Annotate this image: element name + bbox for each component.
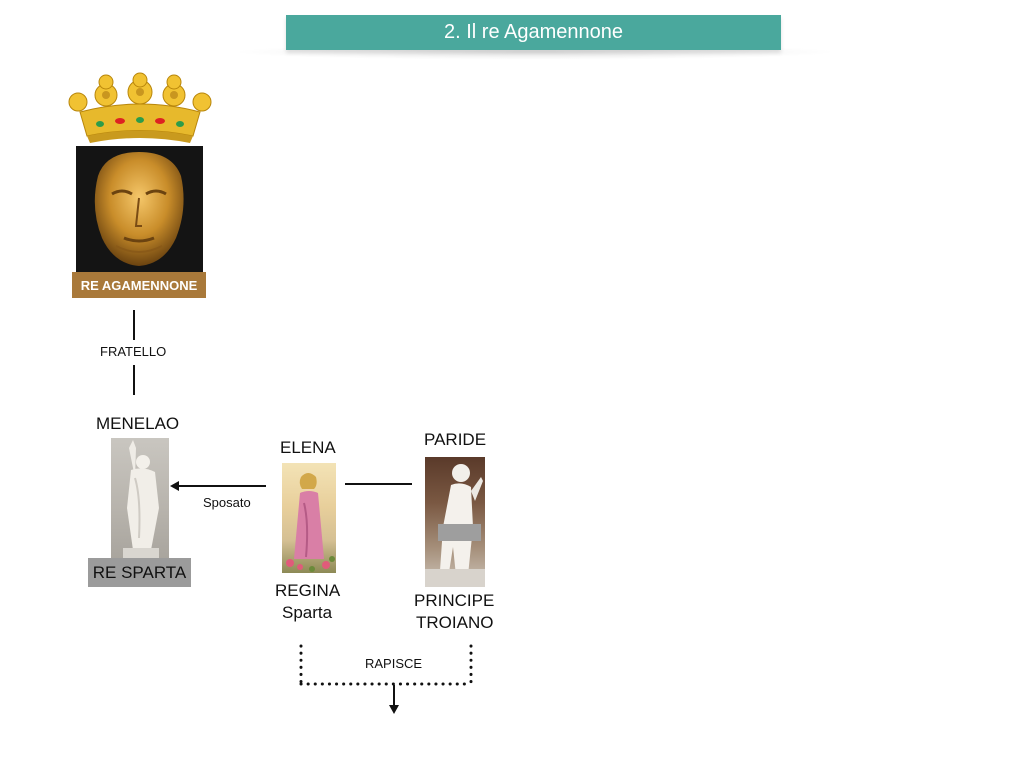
paride-name: PARIDE (424, 430, 487, 449)
relation-fratello-label: FRATELLO (100, 344, 167, 359)
elena-role-line2: Sparta (282, 603, 333, 622)
statue-paride-image (425, 457, 485, 587)
elena-name: ELENA (280, 438, 336, 457)
fratello-line-bottom (133, 365, 135, 395)
statue-menelao-image (111, 438, 169, 558)
badge-re-agamennone: RE AGAMENNONE (72, 272, 206, 298)
relation-rapisce-label: RAPISCE (365, 656, 423, 671)
elena-role-line1: REGINA (275, 581, 341, 600)
page-title: 2. Il re Agamennone (286, 15, 781, 50)
painting-elena-image (282, 463, 336, 573)
badge-re-sparta: RE SPARTA (88, 558, 191, 587)
paride-role-line1: PRINCIPE (414, 591, 495, 610)
elena-paride-line (345, 483, 412, 485)
menelao-name: MENELAO (96, 414, 180, 433)
gold-mask-image (76, 146, 203, 272)
relation-sposato-label: Sposato (203, 495, 251, 510)
fratello-line-top (133, 310, 135, 340)
censor-bar (438, 524, 481, 541)
paride-role-line2: TROIANO (416, 613, 494, 632)
